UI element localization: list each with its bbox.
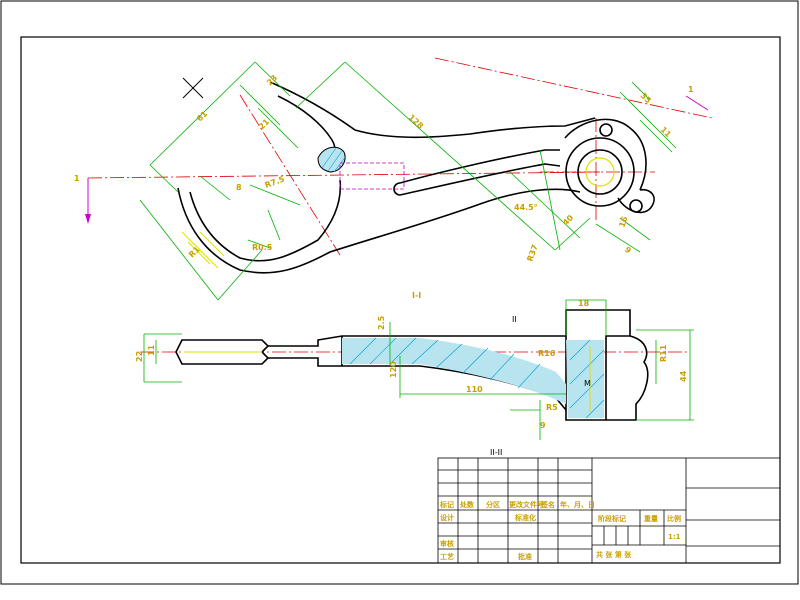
dim-2-5: 2.5 bbox=[377, 315, 386, 330]
dim-35: 35 bbox=[639, 91, 654, 106]
dim-r11: R11 bbox=[659, 344, 668, 362]
dim-9: 9 bbox=[623, 245, 634, 256]
title-block-texts: 标记 处数 分区 更改文件号 签名 年、月、日 设计 标准化 审核 工艺 批准 … bbox=[439, 500, 681, 561]
section-mark-left: 1 bbox=[74, 174, 80, 183]
fork-outline bbox=[177, 81, 655, 274]
dim-128: 128 bbox=[407, 113, 426, 131]
section-arrow-left: 1 bbox=[74, 174, 91, 224]
dim-r5: R5 bbox=[546, 403, 558, 412]
tb-r4-c1: 工艺 bbox=[440, 552, 454, 561]
tb-r2-c1: 设计 bbox=[440, 513, 454, 522]
aux-lines bbox=[181, 231, 225, 269]
hatch-throat bbox=[317, 146, 347, 173]
bottom-section-mark: II bbox=[512, 315, 517, 324]
dim-9: 9 bbox=[540, 421, 546, 430]
dim-r1: R1 bbox=[187, 244, 202, 259]
tb-scale-header: 比例 bbox=[667, 514, 681, 523]
dim-11: 11 bbox=[147, 344, 156, 356]
bottom-dimension-texts: 18 22 2.5 11 R16 120 110 R5 M 9 R11 44 bbox=[135, 299, 688, 430]
inner-frame bbox=[20, 36, 781, 564]
tb-sheet-text: 共 张 第 张 bbox=[596, 550, 632, 559]
tb-scale-value: 1:1 bbox=[668, 533, 681, 541]
dimension-lines bbox=[139, 61, 677, 301]
dim-16: 16 bbox=[617, 215, 629, 229]
dim-22: 22 bbox=[135, 351, 144, 362]
dim-11: 11 bbox=[659, 125, 674, 140]
cross-mark bbox=[182, 77, 204, 99]
dim-r0-5: R0.5 bbox=[252, 243, 273, 252]
dim-44: 44 bbox=[679, 370, 688, 382]
dim-angle-44-5: 44.5° bbox=[514, 203, 538, 212]
bottom-hatch bbox=[342, 337, 605, 419]
tb-r1-c5: 签名 bbox=[540, 500, 555, 509]
dim-18: 18 bbox=[578, 299, 590, 308]
hub-bore bbox=[585, 157, 615, 187]
hidden-lines bbox=[339, 162, 405, 190]
tb-r1-c2: 处数 bbox=[459, 500, 475, 509]
dim-r7-5: R7.5 bbox=[264, 174, 287, 190]
dim-110: 110 bbox=[466, 385, 483, 394]
tb-r4-c4: 批准 bbox=[518, 552, 532, 561]
dim-40: 40 bbox=[561, 213, 576, 228]
center-lines bbox=[87, 57, 713, 256]
section-view-label: II-II bbox=[490, 448, 502, 457]
tb-r1-c6: 年、月、日 bbox=[560, 500, 595, 509]
dim-120: 120 bbox=[389, 361, 398, 378]
tb-r1-c4: 更改文件号 bbox=[509, 500, 544, 509]
outer-border bbox=[0, 0, 799, 585]
tb-r1-c1: 标记 bbox=[439, 500, 454, 509]
tb-r1-c3: 分区 bbox=[486, 500, 500, 509]
dim-m: M bbox=[584, 379, 591, 388]
tb-weight-header: 重量 bbox=[644, 514, 658, 523]
section-arrow-right: 1 bbox=[685, 85, 709, 111]
tb-r3-c1: 审核 bbox=[440, 539, 454, 548]
bottom-dimension-lines bbox=[143, 299, 694, 440]
bottom-aux-lines bbox=[184, 346, 591, 412]
tb-stage-header: 阶段标记 bbox=[598, 514, 626, 523]
tb-r2-c4: 标准化 bbox=[514, 513, 536, 522]
dim-8: 8 bbox=[236, 183, 242, 192]
dim-61: 61 bbox=[195, 109, 210, 124]
dim-r16: R16 bbox=[538, 349, 556, 358]
dim-r37: R37 bbox=[525, 243, 539, 262]
bottom-section-label: I-I bbox=[412, 291, 421, 300]
title-block: II-II bbox=[437, 448, 781, 564]
bottom-view: I-I II bbox=[135, 291, 694, 440]
top-view: 1 1 bbox=[74, 57, 713, 301]
top-dimension-texts: 61 23 21 128 35 11 8 R7.5 44.5° 40 R37 9… bbox=[187, 73, 673, 263]
section-mark-right: 1 bbox=[688, 85, 694, 94]
